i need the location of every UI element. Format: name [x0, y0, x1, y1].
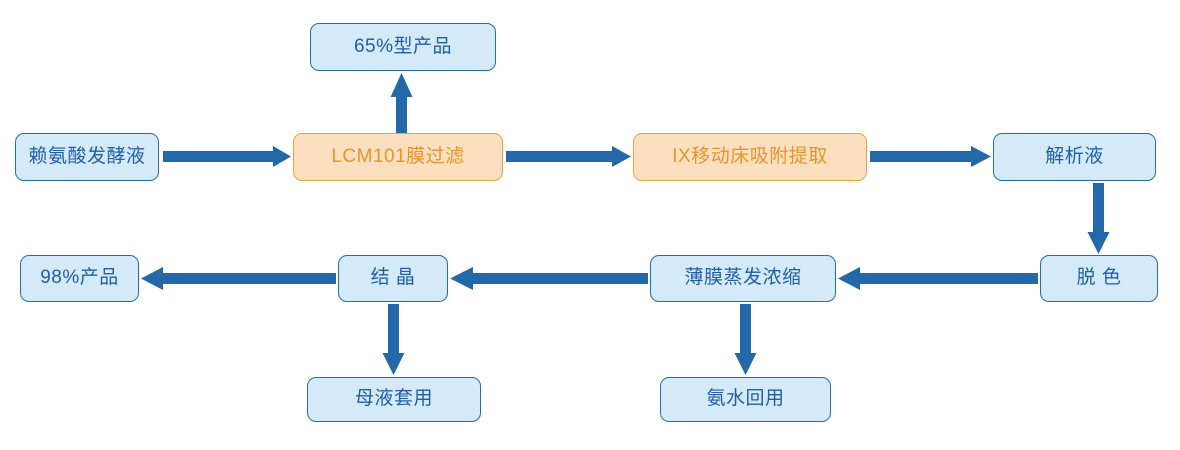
node-crystallize-label: 结 晶 [370, 267, 416, 289]
node-feed[interactable]: 赖氨酸发酵液 [15, 133, 159, 181]
arrow-lcm101-to-product65 [390, 73, 413, 134]
node-product65-label: 65%型产品 [353, 35, 453, 57]
node-ammonia-label: 氨水回用 [706, 388, 785, 410]
node-product98[interactable]: 98%产品 [20, 255, 139, 302]
node-product65[interactable]: 65%型产品 [310, 23, 496, 71]
node-evaporate[interactable]: 薄膜蒸发浓缩 [650, 255, 836, 302]
node-mother-liquor-label: 母液套用 [354, 388, 433, 410]
arrow-crystallize-to-product98 [141, 267, 336, 290]
node-ix[interactable]: IX移动床吸附提取 [633, 133, 867, 181]
arrow-eluate-to-decolor [1087, 183, 1110, 254]
node-decolor-label: 脱 色 [1076, 267, 1122, 289]
arrow-decolor-to-evaporate [838, 267, 1038, 290]
node-eluate-label: 解析液 [1045, 145, 1104, 167]
arrow-feed-to-lcm101 [163, 146, 291, 167]
node-ammonia[interactable]: 氨水回用 [660, 377, 831, 422]
node-mother-liquor[interactable]: 母液套用 [307, 377, 481, 422]
node-lcm101[interactable]: LCM101膜过滤 [293, 133, 503, 181]
arrow-lcm101-to-ix [506, 146, 631, 167]
node-feed-label: 赖氨酸发酵液 [28, 145, 146, 167]
arrow-evaporate-to-crystallize [450, 267, 648, 290]
node-eluate[interactable]: 解析液 [993, 133, 1156, 181]
arrow-evaporate-to-ammonia [734, 304, 757, 375]
node-decolor[interactable]: 脱 色 [1040, 255, 1158, 302]
node-evaporate-label: 薄膜蒸发浓缩 [684, 267, 802, 289]
node-crystallize[interactable]: 结 晶 [338, 255, 448, 302]
node-product98-label: 98%产品 [40, 267, 119, 289]
node-ix-label: IX移动床吸附提取 [672, 145, 828, 167]
arrow-ix-to-eluate [870, 146, 991, 167]
arrow-crystallize-to-motherliq [382, 304, 405, 375]
node-lcm101-label: LCM101膜过滤 [331, 145, 465, 167]
